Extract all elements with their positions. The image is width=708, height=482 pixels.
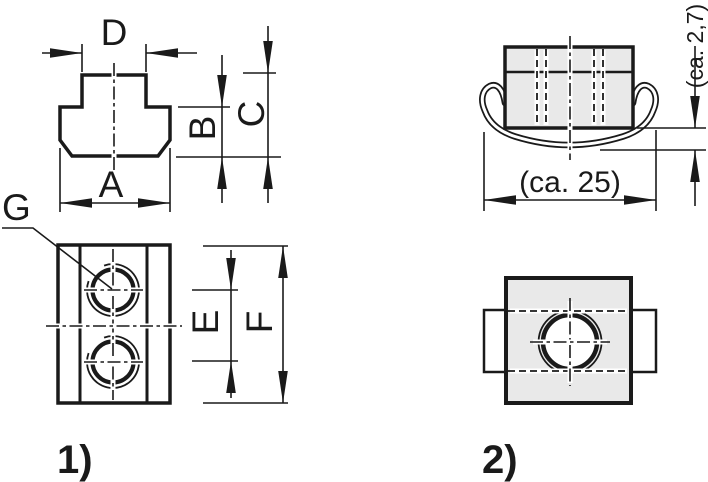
leader-line [2,227,113,290]
dimension-e: E [185,250,238,398]
arrowhead [690,150,700,182]
arrowhead [146,48,178,58]
dim-label-c: C [231,101,272,128]
arrowhead [484,195,516,205]
figure1-top-view [46,243,182,405]
dim-label-e: E [185,310,226,335]
arrowhead [263,41,273,73]
dimension-d: D [42,12,197,72]
figure2-caption: 2) [482,438,518,482]
arrowhead [226,258,236,290]
spring-tab-left [482,308,508,374]
figure1-profile-view [58,63,172,170]
arrowhead [138,198,170,208]
thread-arc-2 [86,335,140,389]
dim-label-ca27: (ca. 2,7) [682,4,708,88]
figure2-top-view [482,276,658,405]
dim-label-a: A [99,164,124,205]
spring-tab-right [629,308,658,374]
dim-label-g: G [2,187,31,228]
arrowhead [263,157,273,189]
dimension-c: C [231,26,276,203]
dimension-f: F [203,245,288,404]
dim-label-b: B [182,116,223,141]
arrowhead [278,371,288,403]
dimension-ca27: (ca. 2,7) [600,4,708,206]
figure2-side-view [479,36,659,160]
dim-label-f: F [239,311,280,334]
dimension-b: B [176,55,281,203]
dim-label-ca25: (ca. 25) [519,166,621,199]
arrowhead [690,96,700,128]
dimension-a: A [59,148,171,212]
thread-arc-1 [86,263,140,317]
arrowhead [217,157,227,189]
g-leader: G [2,187,113,290]
arrowhead [60,198,92,208]
dimension-ca25: (ca. 25) [483,130,657,211]
arrowhead [217,75,227,107]
arrowhead [278,246,288,278]
figure1-caption: 1) [57,438,93,482]
arrowhead [226,361,236,393]
dim-label-d: D [101,12,128,53]
arrowhead [50,48,82,58]
arrowhead [624,195,656,205]
